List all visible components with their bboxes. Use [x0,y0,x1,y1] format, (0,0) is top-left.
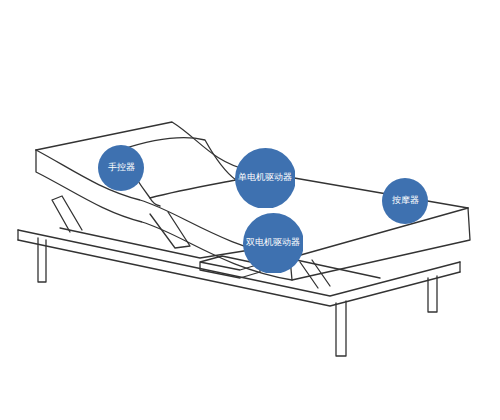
circle-fill [382,178,428,224]
bed-leg [336,301,346,356]
lift-arm [52,196,82,232]
callout-circle: 双电机驱动器 [243,213,304,274]
part-label: 双电机驱动器 [246,238,300,248]
circle-fill [235,148,296,209]
callout-circle: 单电机驱动器 [235,148,296,209]
mattress [36,122,468,208]
lift-arm [300,260,330,288]
part-label: 按摩器 [392,196,419,206]
part-label: 单电机驱动器 [238,173,292,183]
pillow [150,198,160,206]
circle-fill [243,213,304,274]
part-label: 手控器 [108,163,135,173]
bed-leg [428,276,437,312]
lift-arm [150,212,190,248]
callout-circle: 手控器 [98,145,144,191]
frame-rail [18,240,460,306]
bed-leg [38,238,46,282]
circle-fill [98,145,144,191]
callout-circle: 按摩器 [382,178,428,224]
